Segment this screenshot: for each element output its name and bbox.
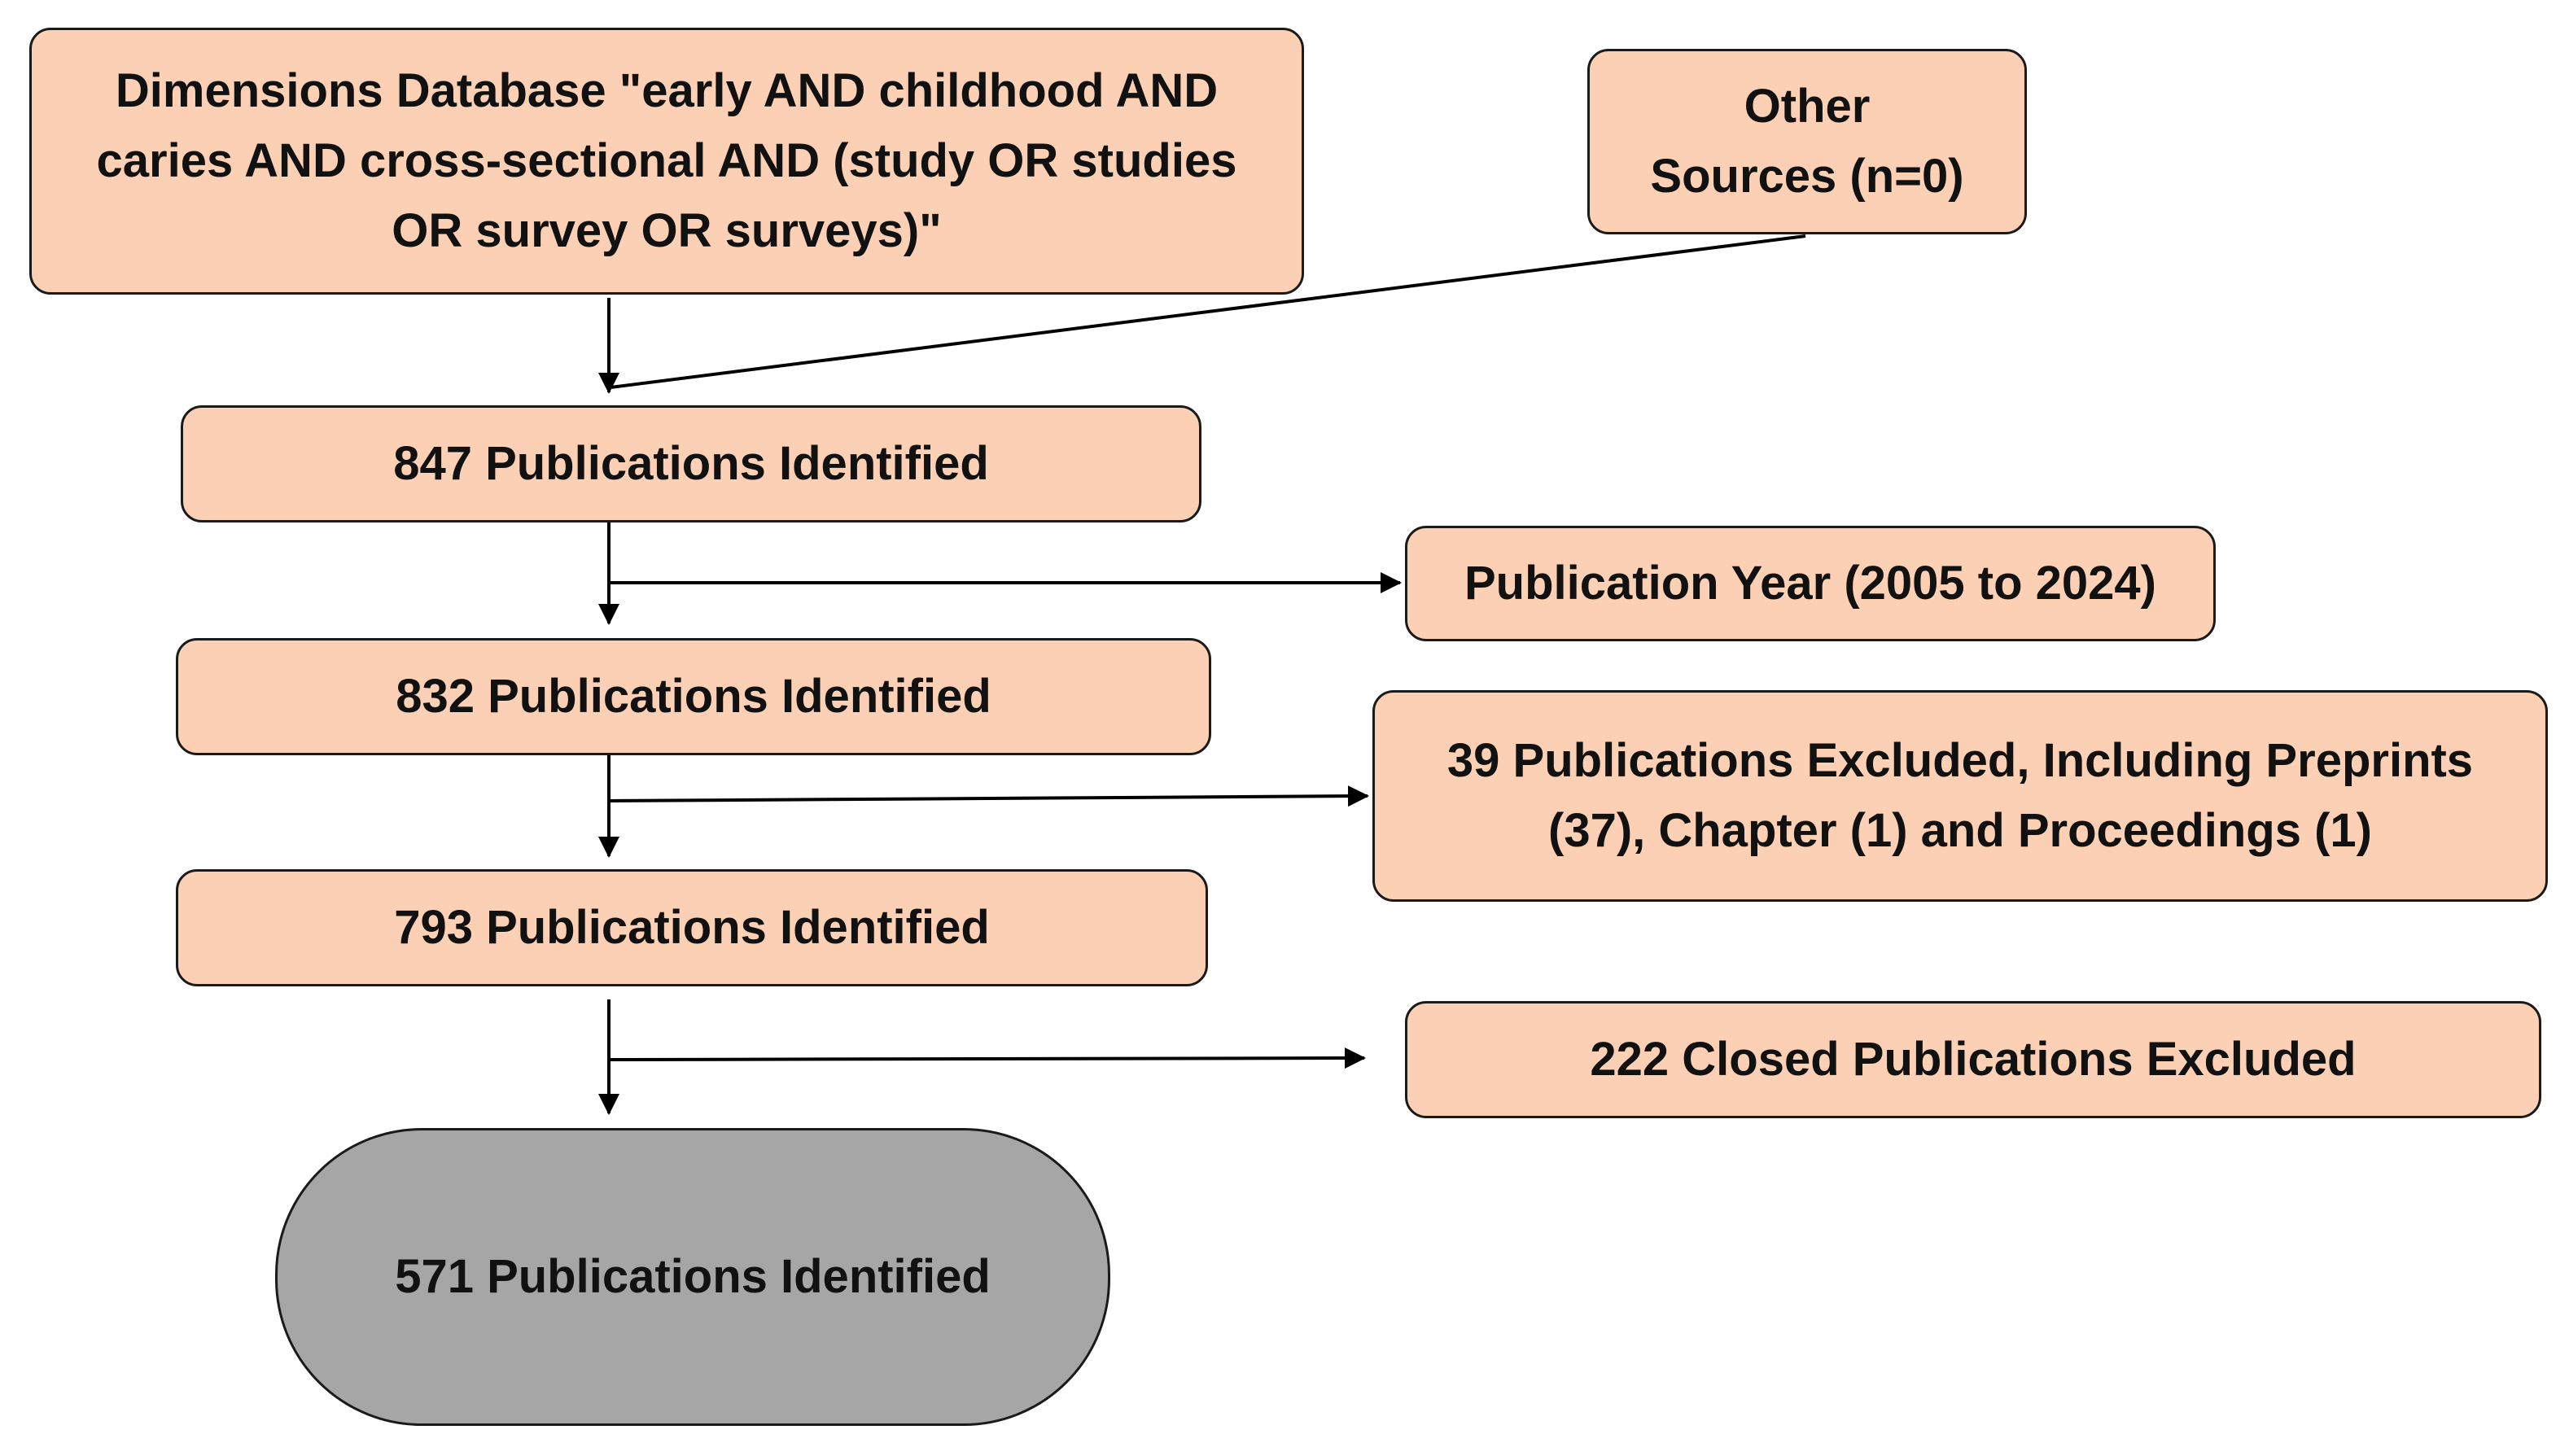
step-793-label: 793 Publications Identified — [394, 901, 990, 955]
final-571-terminal: 571 Publications Identified — [275, 1128, 1110, 1426]
source-database-label: Dimensions Database "early AND childhood… — [96, 64, 1237, 257]
other-sources-label: Other Sources (n=0) — [1650, 80, 1964, 203]
final-571-label: 571 Publications Identified — [395, 1250, 991, 1304]
exclusion-publication-year-label: Publication Year (2005 to 2024) — [1464, 557, 2156, 610]
source-database-box: Dimensions Database "early AND childhood… — [29, 28, 1304, 295]
step-832-label: 832 Publications Identified — [396, 670, 991, 724]
other-sources-box: Other Sources (n=0) — [1587, 49, 2027, 234]
arrow-other-sources-to-847 — [610, 234, 1806, 389]
step-793-box: 793 Publications Identified — [176, 869, 1208, 986]
step-832-box: 832 Publications Identified — [176, 638, 1211, 755]
arrow-793-to-222-excluded — [608, 1047, 1366, 1069]
step-847-box: 847 Publications Identified — [181, 405, 1201, 522]
exclusion-39-label: 39 Publications Excluded, Including Prep… — [1446, 734, 2474, 857]
step-847-label: 847 Publications Identified — [393, 437, 989, 491]
exclusion-39-box: 39 Publications Excluded, Including Prep… — [1372, 690, 2548, 902]
exclusion-222-box: 222 Closed Publications Excluded — [1405, 1001, 2541, 1118]
arrow-832-to-39-excluded — [608, 785, 1369, 807]
exclusion-publication-year-box: Publication Year (2005 to 2024) — [1405, 526, 2216, 641]
exclusion-222-label: 222 Closed Publications Excluded — [1590, 1033, 2357, 1087]
